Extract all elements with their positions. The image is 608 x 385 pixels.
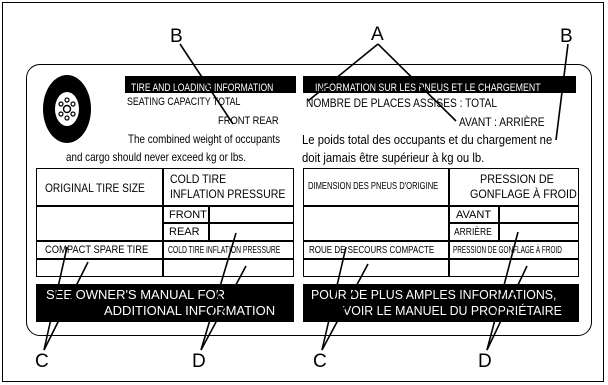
pression-froid-cell: PRESSION DE GONFLAGE À FROID: [449, 241, 579, 259]
original-tire-size-cell: ORIGINAL TIRE SIZE: [36, 168, 163, 206]
roue-secours-cell: ROUE DE SECOURS COMPACTE: [303, 241, 449, 259]
dimension-cell: DIMENSION DES PNEUS D'ORIGINE: [303, 168, 449, 206]
roue-value-cell: [303, 259, 449, 277]
front-rear-label: FRONT REAR: [218, 115, 279, 127]
tire-size-value-cell: [36, 206, 163, 241]
english-footer-line2: ADDITIONAL INFORMATION: [104, 303, 276, 318]
pression-froid-value-cell: [449, 259, 579, 277]
front-value-cell: [209, 206, 294, 223]
callout-b-right: B: [560, 26, 573, 47]
rear-label-cell: REAR: [163, 223, 209, 241]
front-label-cell: FRONT: [163, 206, 209, 223]
weight-warning-line1: The combined weight of occupants: [128, 132, 281, 146]
avant-arriere-label: AVANT : ARRIÈRE: [459, 115, 545, 129]
poids-warning-line2: doit jamais être supérieur à kg ou lb.: [302, 150, 485, 165]
french-header-bar: INFORMATION SUR LES PNEUS ET LE CHARGEME…: [303, 76, 576, 94]
weight-warning-line2: and cargo should never exceed kg or lbs.: [66, 150, 246, 164]
poids-warning-line1: Le poids total des occupants et du charg…: [302, 132, 553, 147]
callout-c-left: C: [35, 351, 49, 372]
seating-places-label: NOMBRE DE PLACES ASSISES : TOTAL: [306, 96, 498, 110]
rear-label: REAR: [169, 226, 200, 238]
english-header-bar: TIRE AND LOADING INFORMATION: [125, 76, 296, 94]
pression-cell: PRESSION DE GONFLAGE À FROID: [449, 168, 579, 206]
english-footer-bar: SEE OWNER'S MANUAL FOR ADDITIONAL INFORM…: [36, 284, 294, 322]
arriere-value-cell: [499, 223, 579, 241]
french-footer-bar: POUR DE PLUS AMPLES INFORMATIONS, VOIR L…: [303, 284, 579, 322]
avant-label: AVANT: [456, 209, 492, 221]
seating-capacity-label: SEATING CAPACITY TOTAL: [127, 96, 241, 108]
spare-size-value-cell: [36, 259, 163, 277]
callout-d-left: D: [192, 351, 206, 372]
front-label: FRONT: [169, 209, 207, 221]
callout-d-right: D: [478, 351, 492, 372]
cold-tire-inflation-cell: COLD TIRE INFLATION PRESSURE: [163, 168, 294, 206]
callout-c-right: C: [313, 351, 327, 372]
arriere-label-cell: ARRIÈRE: [449, 223, 499, 241]
callout-a: A: [371, 24, 384, 45]
avant-value-cell: [499, 206, 579, 223]
figure-frame: [2, 2, 604, 382]
english-footer-line1: SEE OWNER'S MANUAL FOR: [46, 287, 225, 302]
dimension-value-cell: [303, 206, 449, 241]
rear-value-cell: [209, 223, 294, 241]
callout-b-left: B: [170, 26, 183, 47]
avant-label-cell: AVANT: [449, 206, 499, 223]
compact-spare-cell: COMPACT SPARE TIRE: [36, 241, 163, 259]
